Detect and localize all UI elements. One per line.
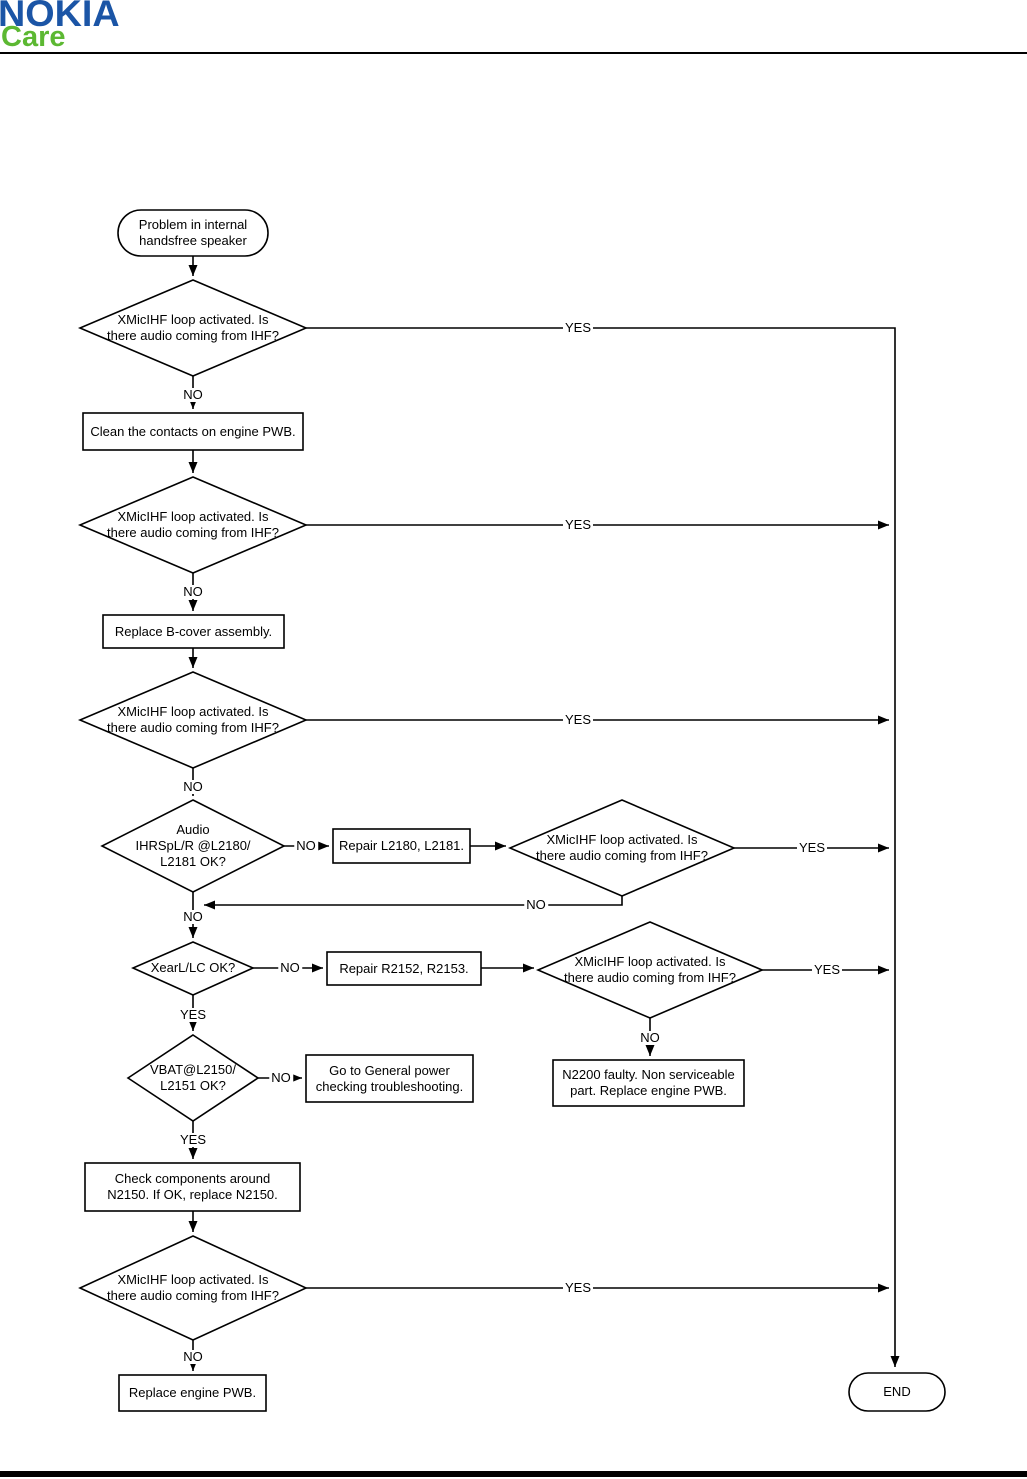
edge-label-vbat-no: NO xyxy=(269,1070,293,1085)
decision-vbat-label: VBAT@L2150/ L2151 OK? xyxy=(150,1062,236,1093)
decision-xear-label: XearL/LC OK? xyxy=(150,960,236,975)
header-divider xyxy=(0,52,1027,54)
decision-audio-label: Audio IHRSpL/R @L2180/ L2181 OK? xyxy=(135,822,251,869)
end-node-shape xyxy=(848,1372,946,1412)
edge-label-d9-no: NO xyxy=(181,1349,205,1364)
decision-d1-label: XMicIHF loop activated. Is there audio c… xyxy=(107,312,279,343)
edge-label-d3-yes: YES xyxy=(562,712,594,727)
decision-d3-label: XMicIHF loop activated. Is there audio c… xyxy=(107,704,279,735)
decision-d5-label: XMicIHF loop activated. Is there audio c… xyxy=(536,832,708,863)
edge-label-xear-yes: YES xyxy=(177,1007,209,1022)
process-replace-engine-shape xyxy=(118,1374,267,1412)
process-check-n2150-shape xyxy=(84,1162,301,1212)
edge-d5-no-return xyxy=(204,896,623,910)
edge-label-vbat-yes: YES xyxy=(177,1132,209,1147)
process-repair-l2180-label: Repair L2180, L2181. xyxy=(338,838,465,853)
edge-label-merge-no: NO xyxy=(181,909,205,924)
process-repair-r2152-label: Repair R2152, R2153. xyxy=(339,960,469,976)
start-node-label: Problem in internal handsfree speaker xyxy=(138,217,248,248)
decision-d9-label: XMicIHF loop activated. Is there audio c… xyxy=(107,1272,279,1303)
process-replace-bcover-shape xyxy=(102,614,285,649)
edge-label-d2-yes: YES xyxy=(562,517,594,532)
process-general-power-label: Go to General power checking troubleshoo… xyxy=(315,1062,464,1094)
edge-label-d7-yes: YES xyxy=(811,962,843,977)
footer-divider xyxy=(0,1471,1027,1477)
process-check-n2150-label: Check components around N2150. If OK, re… xyxy=(107,1171,278,1202)
edge-label-d2-no: NO xyxy=(181,584,205,599)
decision-d7-label: XMicIHF loop activated. Is there audio c… xyxy=(564,954,736,985)
edge-label-d1-no: NO xyxy=(181,387,205,402)
decision-d2-label: XMicIHF loop activated. Is there audio c… xyxy=(107,509,279,540)
decision-xear-shape xyxy=(131,941,255,996)
decision-d7-shape xyxy=(535,921,765,1019)
decision-d2-shape xyxy=(77,476,309,574)
edge-label-d9-yes: YES xyxy=(562,1280,594,1295)
edge-label-d7-no: NO xyxy=(638,1030,662,1045)
process-repair-l2180-shape xyxy=(332,828,471,864)
nokia-logo: NOKIA xyxy=(0,0,120,34)
edge-label-audio-no: NO xyxy=(294,838,318,853)
decision-d5-shape xyxy=(507,799,737,897)
edge-label-xear-no: NO xyxy=(278,960,302,975)
decision-d3-shape xyxy=(77,671,309,769)
edge-d1-yes-rail xyxy=(306,327,900,1367)
process-n2200-faulty-label: N2200 faulty. Non serviceable part. Repl… xyxy=(562,1067,735,1098)
decision-d1-shape xyxy=(77,279,309,377)
process-repair-r2152-shape xyxy=(326,951,482,986)
process-n2200-faulty-shape xyxy=(552,1059,745,1107)
process-clean-contacts-shape xyxy=(82,412,304,451)
edge-label-d3-no: NO xyxy=(181,779,205,794)
process-replace-bcover-label: Replace B-cover assembly. xyxy=(114,623,273,639)
care-logo: Care xyxy=(1,21,66,53)
edge-label-d5-yes: YES xyxy=(796,840,828,855)
process-general-power-shape xyxy=(305,1054,474,1103)
end-node-label: END xyxy=(883,1384,911,1399)
process-clean-contacts-label: Clean the contacts on engine PWB. xyxy=(90,423,296,439)
edge-label-d5-no: NO xyxy=(524,897,548,912)
start-node-shape xyxy=(117,209,269,257)
process-replace-engine-label: Replace engine PWB. xyxy=(128,1385,257,1400)
edge-label-d1-yes: YES xyxy=(562,320,594,335)
decision-vbat-shape xyxy=(126,1034,260,1122)
decision-d9-shape xyxy=(78,1235,308,1341)
decision-audio-shape xyxy=(100,799,286,893)
